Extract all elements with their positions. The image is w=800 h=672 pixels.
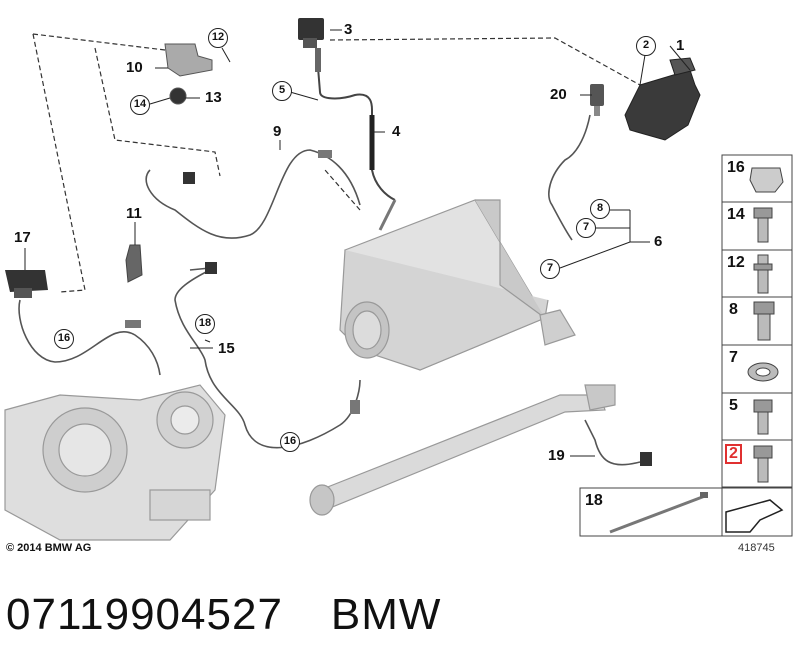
table-row-2-number-highlighted: 2 — [725, 444, 742, 464]
table-row-8-number: 8 — [729, 301, 738, 318]
table-row-12-number: 12 — [727, 254, 745, 271]
bracket — [164, 43, 213, 105]
exhaust-pipe — [309, 384, 616, 516]
pressure-sensor — [298, 18, 324, 72]
callout-circle-14: 14 — [130, 95, 150, 115]
part-number: 07119904527 — [6, 590, 283, 639]
table-row-14-number: 14 — [727, 206, 745, 223]
hex-bolt-icon — [753, 445, 773, 483]
nox-sensor — [5, 270, 48, 298]
callout-3: 3 — [344, 21, 353, 38]
connectors — [125, 150, 652, 466]
direction-arrow-icon — [725, 499, 784, 533]
callout-circle-5: 5 — [272, 81, 292, 101]
callout-4: 4 — [392, 123, 401, 140]
exploded-parts-diagram — [4, 18, 793, 541]
exhaust-temp-sensor — [590, 84, 604, 116]
sealing-ring-icon — [747, 362, 779, 382]
callout-circle-16b: 16 — [280, 432, 300, 452]
copyright-notice: © 2014 BMW AG — [6, 542, 92, 554]
callout-13: 13 — [205, 89, 222, 106]
callout-20: 20 — [550, 86, 567, 103]
control-unit — [624, 57, 701, 141]
brand-name: BMW — [330, 590, 442, 639]
callout-11: 11 — [126, 205, 142, 222]
callout-1: 1 — [676, 37, 685, 54]
callout-10: 10 — [126, 59, 143, 76]
callout-circle-7a: 7 — [576, 218, 596, 238]
stud-bolt-icon — [753, 254, 773, 294]
table-row-16-number: 16 — [727, 159, 745, 176]
callout-leaders — [24, 29, 691, 457]
callout-circle-8: 8 — [590, 199, 610, 219]
pressure-hose — [316, 54, 397, 231]
part-caption: 07119904527 BMW — [6, 590, 489, 640]
diagram-number: 418745 — [738, 542, 775, 554]
fastener-table-grid — [579, 154, 793, 537]
callout-circle-16a: 16 — [54, 329, 74, 349]
clip-icon — [749, 167, 784, 193]
callout-circle-12: 12 — [208, 28, 228, 48]
table-row-7-number: 7 — [729, 349, 738, 366]
hex-bolt-icon — [753, 399, 773, 435]
callout-15: 15 — [218, 340, 235, 357]
turbocharger — [4, 384, 226, 541]
callout-9: 9 — [273, 123, 282, 140]
callout-circle-18: 18 — [195, 314, 215, 334]
diesel-particulate-filter — [339, 199, 576, 371]
table-row-5-number: 5 — [729, 397, 738, 414]
holder-bracket — [125, 244, 143, 283]
callout-circle-2: 2 — [636, 36, 656, 56]
callout-circle-7b: 7 — [540, 259, 560, 279]
callout-6: 6 — [654, 233, 663, 250]
callout-17: 17 — [14, 229, 31, 246]
sensor-cables — [18, 114, 641, 466]
banjo-bolt-icon — [753, 301, 775, 341]
cable-tie-icon — [609, 492, 708, 534]
flange-bolt-icon — [753, 207, 773, 243]
table-row-18-number: 18 — [585, 492, 603, 509]
callout-19: 19 — [548, 447, 565, 464]
